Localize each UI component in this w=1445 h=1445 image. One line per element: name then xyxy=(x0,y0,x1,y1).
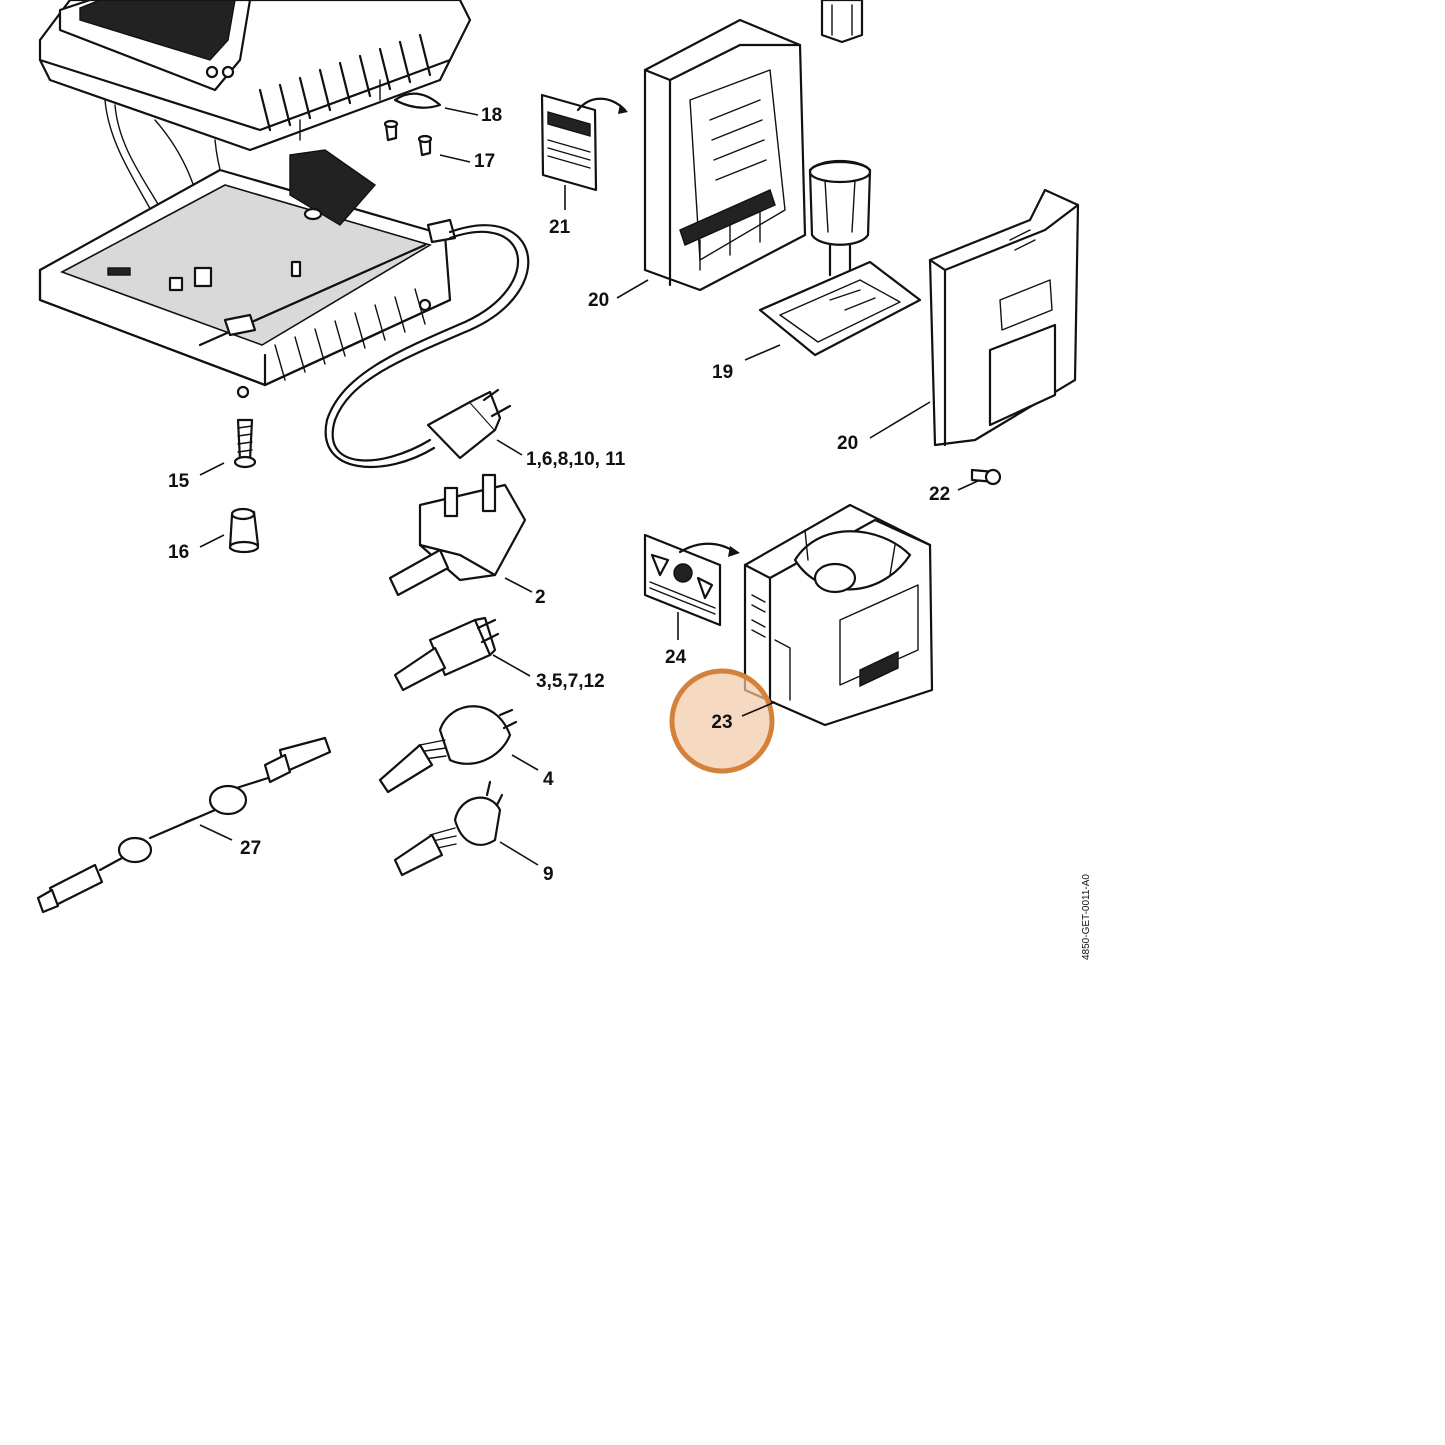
contact-part-top[interactable] xyxy=(820,0,864,44)
plug-au-4[interactable] xyxy=(378,705,539,794)
callout-label-3-5-7-12: 3,5,7,12 xyxy=(536,671,605,692)
callout-label-1-6-8-10-11: 1,6,8,10, 11 xyxy=(526,449,626,470)
screws-17[interactable] xyxy=(383,119,471,163)
usb-cable-27[interactable] xyxy=(36,736,332,914)
plug-9[interactable] xyxy=(393,780,539,877)
plug-uk-2[interactable] xyxy=(388,473,533,597)
callout-label-4: 4 xyxy=(543,769,554,790)
holder-20-lower[interactable] xyxy=(869,188,1080,447)
callout-label-27: 27 xyxy=(240,838,261,859)
clip-18[interactable] xyxy=(393,92,479,116)
label-24[interactable] xyxy=(643,533,740,640)
charger-base-tray[interactable] xyxy=(38,149,457,399)
power-cable[interactable] xyxy=(324,224,530,468)
callout-label-21: 21 xyxy=(549,217,571,238)
callout-label-15: 15 xyxy=(168,471,190,492)
screw-15[interactable] xyxy=(199,418,257,476)
callout-label-20-lower: 20 xyxy=(837,433,858,454)
highlight-marker[interactable] xyxy=(669,668,775,774)
spacer-16[interactable] xyxy=(199,507,260,554)
callout-label-24: 24 xyxy=(665,647,687,668)
callout-label-16: 16 xyxy=(168,542,189,563)
contact-carrier-19[interactable] xyxy=(744,160,922,361)
callout-label-22: 22 xyxy=(929,484,950,505)
plug-us-3[interactable] xyxy=(393,616,531,692)
screw-22[interactable] xyxy=(957,468,1002,491)
callout-label-19: 19 xyxy=(712,362,733,383)
callout-label-9: 9 xyxy=(543,864,554,885)
charger-housing[interactable] xyxy=(38,0,472,152)
adapter-23[interactable] xyxy=(743,503,934,727)
callout-label-2: 2 xyxy=(535,587,546,608)
callout-label-18: 18 xyxy=(481,105,502,126)
callout-label-20-upper: 20 xyxy=(588,290,609,311)
drawing-code: 4850-GET-0011-A0 xyxy=(1081,874,1092,960)
holder-20-upper[interactable] xyxy=(616,18,807,299)
callout-label-23: 23 xyxy=(711,712,732,733)
callout-label-17: 17 xyxy=(474,151,495,172)
label-21[interactable] xyxy=(540,93,628,210)
